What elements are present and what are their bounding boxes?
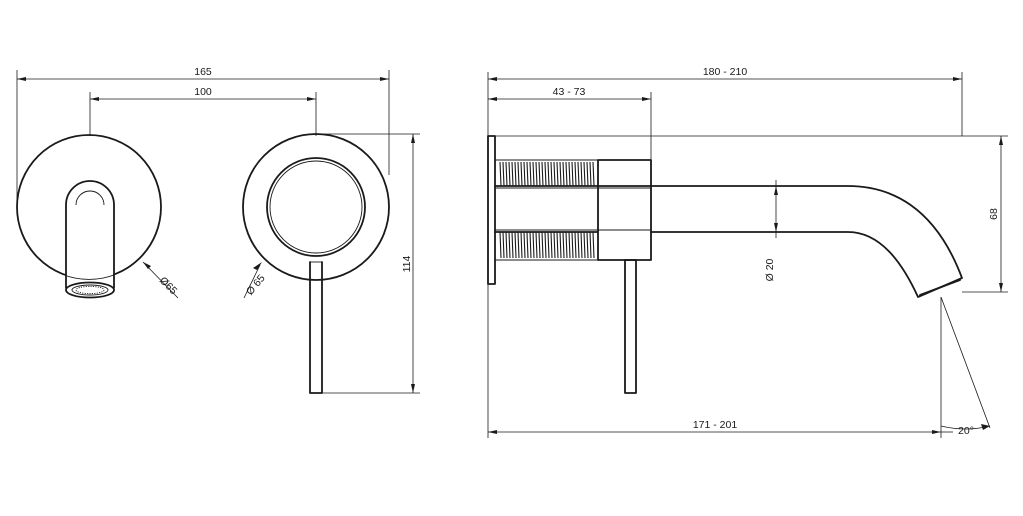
dim-side-spout-diameter-label: Ø 20 [764,258,776,281]
dim-spout-plate-diameter: Ø65 [142,261,180,299]
dim-side-projection: 180 - 210 [487,66,963,136]
dim-mixer-plate-diameter-label: Ø 65 [244,272,268,297]
dim-side-spout-height-label: 68 [988,208,1000,220]
dim-side-base-projection-label: 171 - 201 [693,419,738,431]
dim-side-base-projection: 171 - 201 [487,284,942,438]
dim-side-spout-height: 68 [495,135,1008,293]
dim-side-wall-depth-label: 43 - 73 [553,86,586,98]
front-view: 165 100 114 Ø65 [16,66,420,394]
dim-spout-plate-diameter-label: Ø65 [157,275,180,298]
side-view: 180 - 210 43 - 73 68 Ø 20 [487,66,1008,438]
dim-mixer-plate-diameter: Ø 65 [243,262,268,299]
dim-front-height-label: 114 [401,255,413,272]
side-threaded-sleeve [495,159,599,261]
spout-wall-plate [16,134,162,299]
side-wall-plate [487,135,496,285]
dim-front-center-distance: 100 [89,86,317,136]
dim-side-outlet-angle: 20° [940,296,991,437]
side-mixer-body [597,159,652,261]
dim-side-spout-diameter: Ø 20 [764,180,778,281]
dim-front-total-width-label: 165 [194,66,212,78]
mixer-lever-handle [309,261,323,394]
dim-front-center-distance-label: 100 [194,86,212,98]
dim-front-total-width: 165 [16,66,390,200]
dim-front-height: 114 [316,133,420,394]
dim-side-projection-label: 180 - 210 [703,66,748,78]
mixer-wall-plate [242,133,390,281]
side-lever-handle [624,259,637,394]
spout-aerator [65,281,115,299]
side-spout [494,185,963,298]
dim-side-wall-depth: 43 - 73 [488,86,652,160]
dim-side-outlet-angle-label: 20° [958,425,974,437]
